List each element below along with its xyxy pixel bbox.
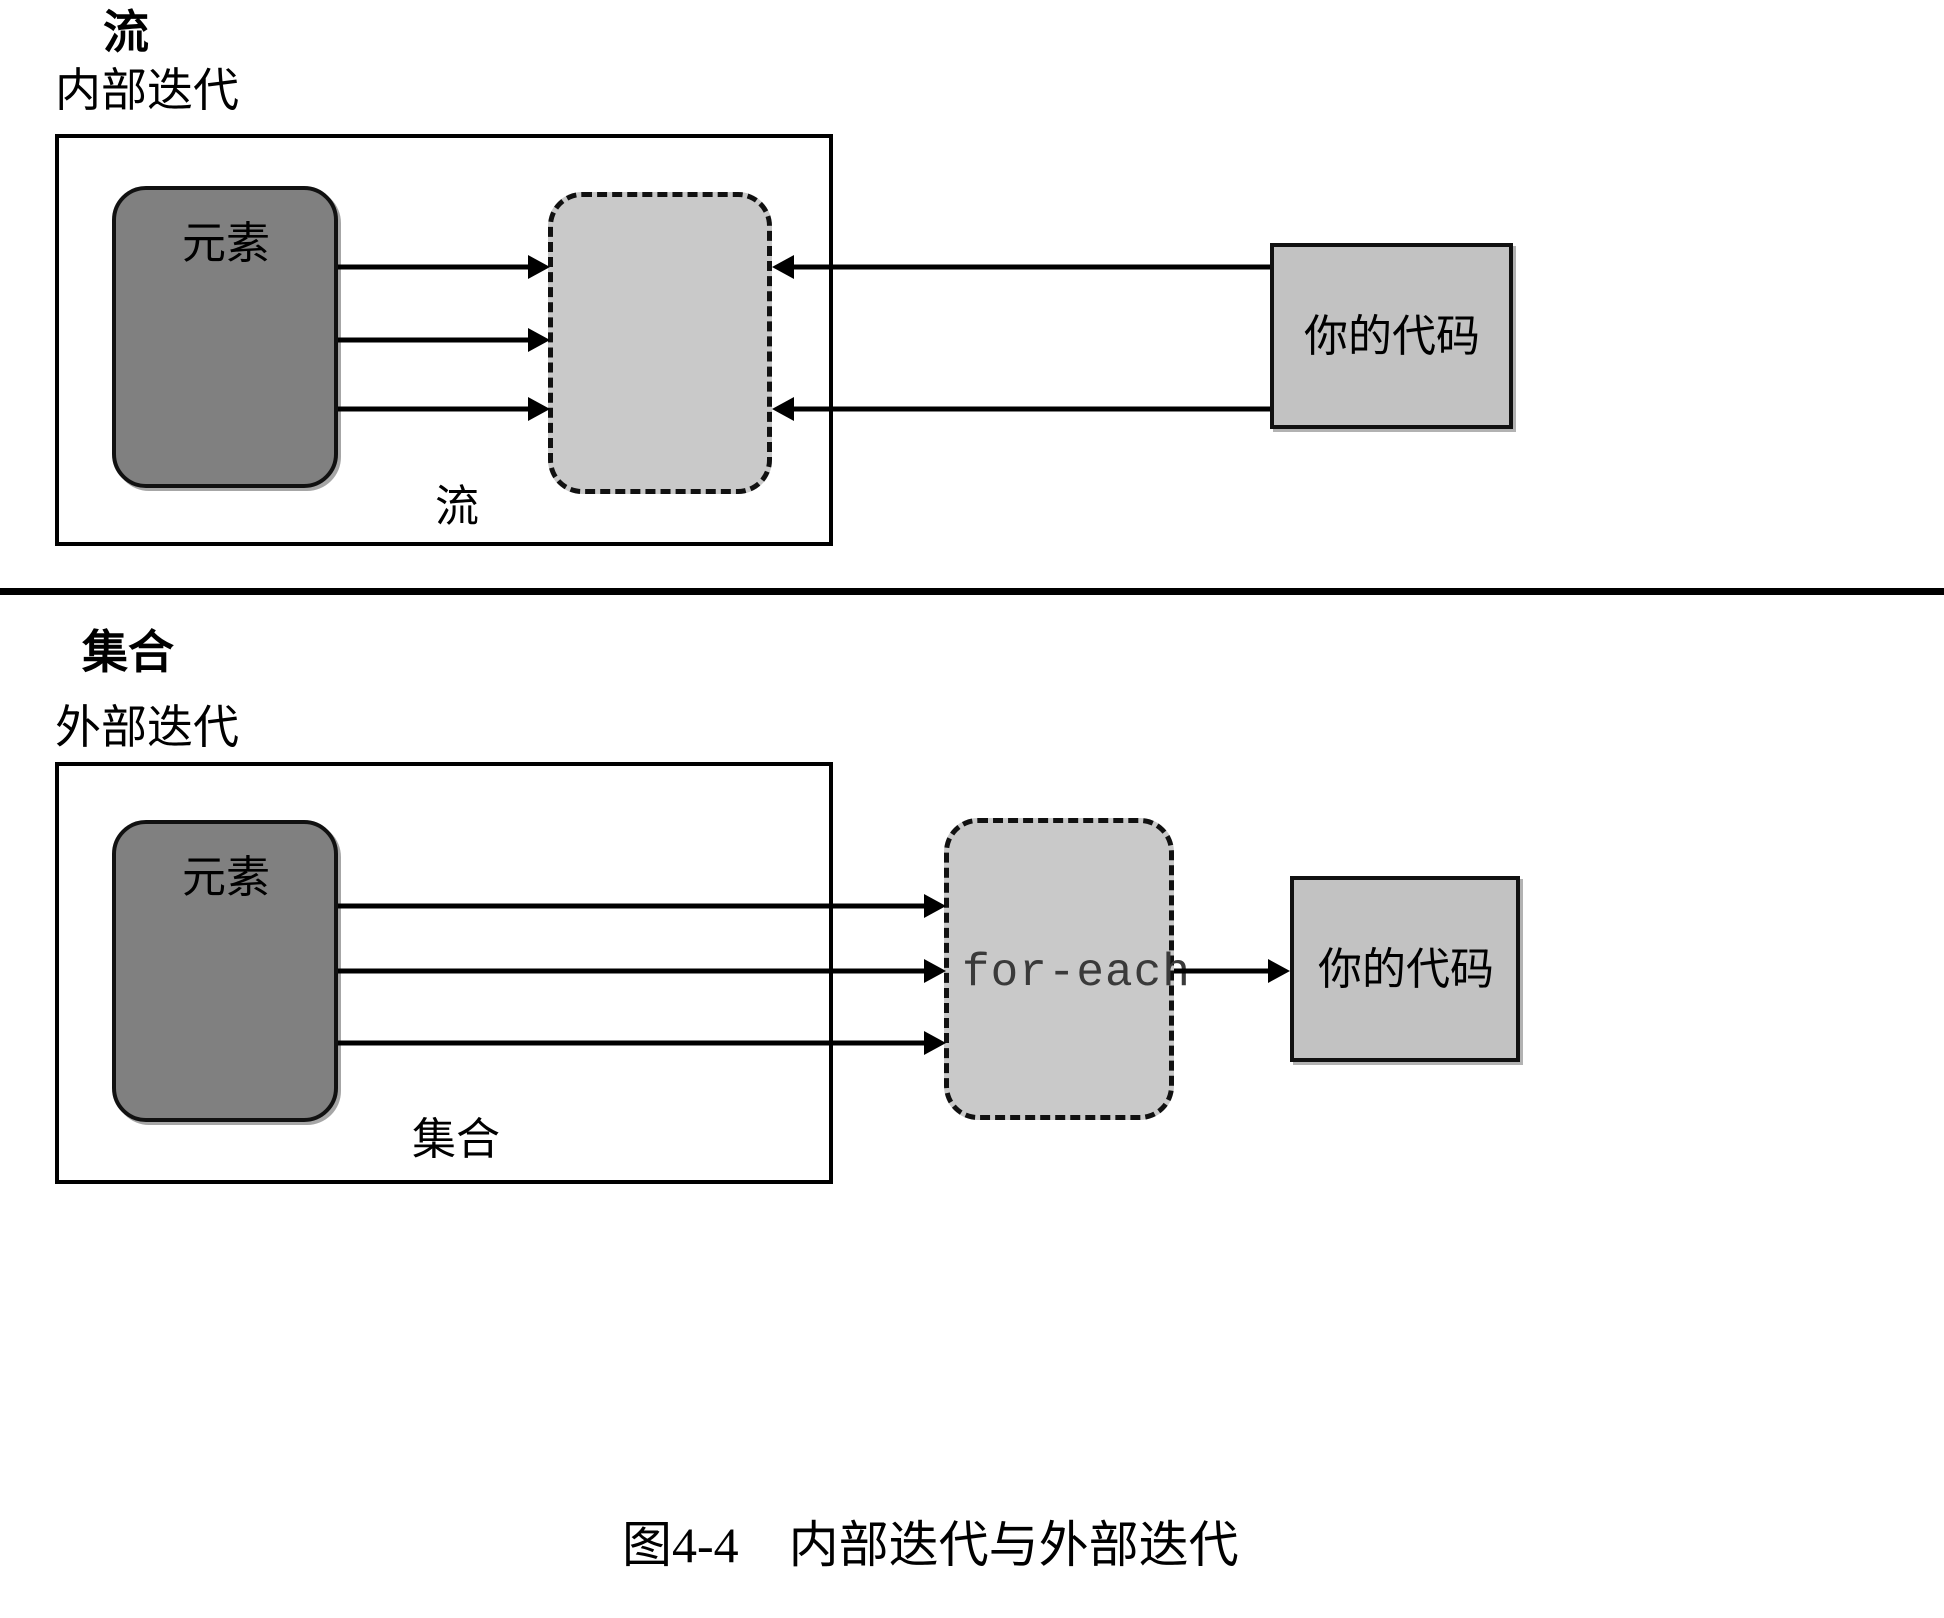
figure-caption: 图4-4 内部迭代与外部迭代 bbox=[622, 1517, 1239, 1573]
arrow-elements-to-stream-2 bbox=[338, 328, 550, 352]
elements-box-label-stream: 元素 bbox=[182, 219, 270, 268]
arrow-elements-to-foreach-2 bbox=[338, 959, 946, 983]
arrow-code-to-stream-1 bbox=[772, 255, 1270, 279]
stream-container-label: 流 bbox=[435, 482, 479, 531]
collection-container-label: 集合 bbox=[412, 1115, 500, 1164]
arrow-foreach-to-code bbox=[1174, 959, 1290, 983]
arrow-elements-to-stream-1 bbox=[338, 255, 550, 279]
arrow-code-to-stream-2 bbox=[772, 397, 1270, 421]
panel-title-collection: 集合 bbox=[82, 627, 174, 678]
your-code-label-stream: 你的代码 bbox=[1304, 312, 1480, 361]
for-each-label: for-each bbox=[962, 947, 1191, 999]
panel-subtitle-internal-iteration: 内部迭代 bbox=[55, 65, 239, 116]
panel-subtitle-external-iteration: 外部迭代 bbox=[55, 702, 239, 753]
arrow-elements-to-stream-3 bbox=[338, 397, 550, 421]
stream-processor-box bbox=[548, 192, 772, 494]
elements-box-stream bbox=[112, 186, 338, 488]
your-code-box-stream bbox=[1270, 243, 1513, 429]
arrow-elements-to-foreach-1 bbox=[338, 894, 946, 918]
your-code-label-collection: 你的代码 bbox=[1318, 945, 1494, 994]
your-code-box-collection bbox=[1290, 876, 1520, 1062]
panel-divider bbox=[0, 588, 1944, 595]
arrow-elements-to-foreach-3 bbox=[338, 1031, 946, 1055]
for-each-box bbox=[944, 818, 1174, 1120]
panel-title-stream: 流 bbox=[103, 7, 149, 58]
elements-box-collection bbox=[112, 820, 338, 1122]
elements-box-label-collection: 元素 bbox=[182, 853, 270, 902]
